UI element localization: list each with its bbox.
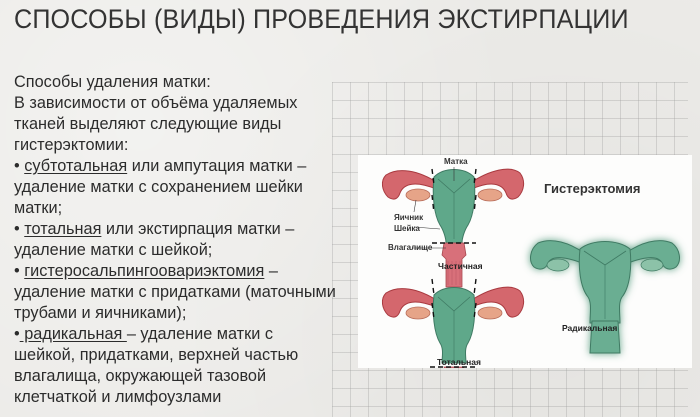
bullet: •: [14, 262, 20, 280]
term-radical: радикальная: [19, 325, 127, 343]
item-continuation: удаление матки с придатками (маточными: [14, 283, 336, 301]
label-uterus: Матка: [444, 157, 468, 166]
partial-diagram: [381, 167, 525, 288]
item-text: –: [264, 262, 278, 280]
bullet: •: [14, 220, 20, 238]
item-text: – удаление матки с: [126, 325, 274, 343]
list-item-radical: • радикальная – удаление матки с: [14, 324, 359, 345]
item-continuation: шейкой, придатками, верхней частью: [14, 346, 299, 364]
hysterectomy-figure: Матка Яичник Шейка Влагалище Частичная Т…: [358, 155, 692, 368]
page-title: СПОСОБЫ (ВИДЫ) ПРОВЕДЕНИЯ ЭКСТИРПАЦИИ: [14, 4, 629, 34]
description-text: Способы удаления матки: В зависимости от…: [14, 72, 359, 408]
item-text: или ампутация матки –: [127, 157, 307, 175]
list-item-total: • тотальная или экстирпация матки –: [14, 219, 359, 240]
bullet: •: [14, 325, 20, 343]
heading: Способы удаления матки:: [14, 73, 211, 91]
radical-diagram: [530, 240, 680, 354]
list-item-hso: • гистеросальпингоовариэктомия –: [14, 261, 359, 282]
item-continuation: удаление матки с шейкой;: [14, 241, 213, 259]
intro-line: В зависимости от объёма удаляемых: [14, 94, 298, 112]
caption-total: Тотальная: [437, 357, 481, 367]
intro-line: гистерэктомии:: [14, 136, 129, 154]
item-continuation: трубами и яичниками);: [14, 304, 187, 322]
term-hysterosalpingo: гистеросальпингоовариэктомия: [24, 262, 265, 280]
list-item-subtotal: • субтотальная или ампутация матки –: [14, 156, 359, 177]
item-continuation: матки;: [14, 199, 63, 217]
item-continuation: клетчаткой и лимфоузлами: [14, 388, 222, 406]
total-diagram: [381, 278, 525, 368]
item-continuation: удаление матки с сохранением шейки: [14, 178, 303, 196]
uterus-diagrams: [381, 167, 680, 368]
term-total: тотальная: [24, 220, 102, 238]
bullet: •: [14, 157, 20, 175]
label-vagina: Влагалище: [388, 243, 433, 252]
figure-title: Гистерэктомия: [544, 181, 641, 196]
item-text: или экстирпация матки –: [101, 220, 295, 238]
label-ovary: Яичник: [394, 213, 424, 222]
intro-line: тканей выделяют следующие виды: [14, 115, 282, 133]
term-subtotal: субтотальная: [24, 157, 128, 175]
caption-partial: Частичная: [438, 261, 483, 271]
label-cervix: Шейка: [394, 224, 420, 233]
caption-radical: Радикальная: [562, 323, 618, 333]
item-continuation: влагалища, окружающей тазовой: [14, 367, 267, 385]
